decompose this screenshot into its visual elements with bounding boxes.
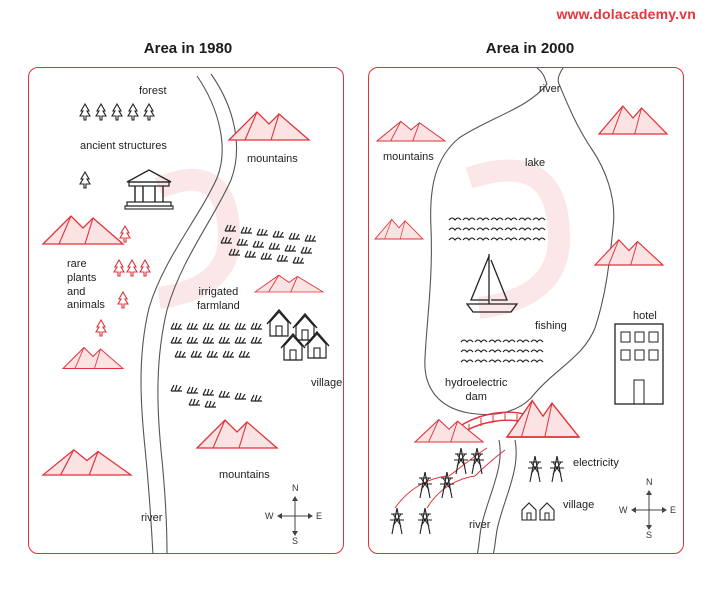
label-village: village <box>311 377 343 389</box>
river-1980 <box>140 75 223 553</box>
farmland-crops <box>170 224 317 408</box>
compass-w: W <box>265 511 274 521</box>
mountain-icon <box>196 419 278 449</box>
label-hotel: hotel <box>633 310 657 322</box>
map-2000-artwork <box>374 68 668 553</box>
label-rare-plants: rare plants and animals <box>67 258 105 312</box>
map-1980-artwork <box>42 73 330 553</box>
label-ancient-structures: ancient structures <box>80 140 167 152</box>
label-irrigated-farmland: irrigated farmland <box>197 286 240 312</box>
brand-watermark: www.dolacademy.vn <box>556 6 696 22</box>
label-river-bottom: river <box>469 519 491 531</box>
label-fishing: fishing <box>535 320 567 332</box>
compass-s: S <box>292 536 299 546</box>
mountain-icon <box>228 111 310 141</box>
lake-outline <box>424 83 615 416</box>
compass-w: W <box>619 505 628 515</box>
lake-waves-upper <box>448 217 546 241</box>
label-mountains-bottom: mountains <box>219 469 270 481</box>
label-river: river <box>141 512 163 524</box>
label-lake: lake <box>525 157 546 169</box>
label-forest: forest <box>139 85 167 97</box>
mountain-icon <box>42 215 124 245</box>
village-houses-2000 <box>521 502 555 521</box>
compass-n: N <box>646 477 653 487</box>
map-title-2000: Area in 2000 <box>485 40 575 57</box>
temple-icon <box>124 169 174 210</box>
label-mountains-top: mountains <box>247 153 298 165</box>
map-panel-1980: forest ancient structures mountains rare… <box>28 67 344 554</box>
label-electricity: electricity <box>573 457 619 469</box>
map-title-1980: Area in 1980 <box>143 40 233 57</box>
label-village-2000: village <box>563 499 595 511</box>
compass-icon: N S E W <box>619 477 679 540</box>
hotel-icon <box>614 323 664 405</box>
village-houses <box>266 309 330 361</box>
map-panel-2000: river mountains lake fishing hotel hydro… <box>368 67 684 554</box>
compass-s: S <box>646 530 653 540</box>
boat-icon <box>465 254 519 313</box>
label-mountains: mountains <box>383 151 434 163</box>
label-river-top: river <box>539 83 561 95</box>
compass-icon: N S E W <box>265 483 325 546</box>
compass-n: N <box>292 483 299 493</box>
compass-e: E <box>670 505 677 515</box>
compass-e: E <box>316 511 323 521</box>
power-lines <box>389 447 565 535</box>
lake-waves-lower <box>460 339 544 363</box>
label-hydroelectric-dam: hydroelectric dam <box>445 377 508 403</box>
